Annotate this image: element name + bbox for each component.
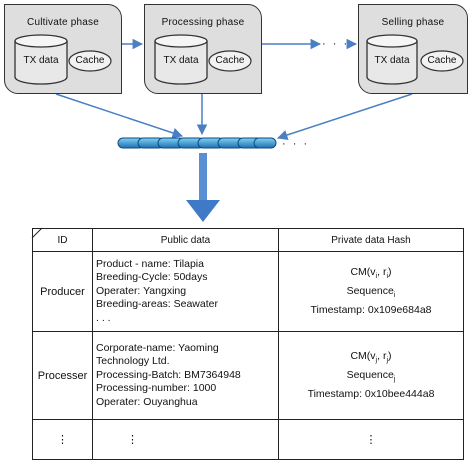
row-public-data: Corporate-name: Yaoming Technology Ltd. … — [92, 331, 279, 420]
row-id: ⋮ — [32, 419, 93, 460]
row-private-hash: CM(vi, ri) Sequencei Timestamp: 0x109e68… — [278, 251, 464, 332]
down-arrow-icon — [186, 153, 220, 222]
row-private-hash: CM(vj, rj) Sequencej Timestamp: 0x10bee4… — [278, 331, 464, 420]
phase-title: Selling phase — [381, 17, 445, 28]
arrow-selling-to-chain — [277, 93, 413, 141]
phase-selling: Selling phase TX data Cache — [358, 4, 468, 94]
phase-ellipsis: · · · — [322, 38, 350, 50]
header-id: ID — [32, 228, 93, 252]
public-line: Breeding-areas: Seawater — [96, 298, 218, 311]
table-row: Producer Product - name: Tilapia Breedin… — [32, 251, 464, 332]
row-id: Processer — [32, 331, 93, 420]
phase-title: Cultivate phase — [27, 17, 99, 28]
cache-ellipse — [68, 50, 112, 72]
sequence: Sequencei — [346, 285, 396, 300]
arrow-cultivate-to-chain — [55, 93, 183, 138]
table-row-continuation: ⋮ ⋮ ⋮ — [32, 419, 464, 460]
phase-title: Processing phase — [161, 17, 245, 28]
db-label: TX data — [374, 55, 410, 66]
database-icon — [14, 34, 68, 85]
cache-ellipse — [208, 50, 252, 72]
phase-processing: Processing phase TX data Cache — [144, 4, 262, 94]
phase-cultivate: Cultivate phase TX data Cache — [4, 4, 122, 94]
database-icon — [366, 34, 418, 85]
row-public-data: ⋮ — [92, 419, 279, 460]
row-id: Producer — [32, 251, 93, 332]
row-public-data: Product - name: Tilapia Breeding-Cycle: … — [92, 251, 279, 332]
public-line: Operater: Ouyanghua — [96, 395, 198, 408]
db-label: TX data — [23, 55, 59, 66]
public-line: Processing-number: 1000 — [96, 382, 217, 395]
table-header-row: ID Public data Private data Hash — [32, 228, 464, 252]
commitment: CM(vj, rj) — [350, 349, 392, 364]
header-public-data: Public data — [92, 228, 279, 252]
chain-ellipsis: · · · — [282, 138, 310, 150]
public-line: Corporate-name: Yaoming — [96, 341, 219, 354]
header-private-hash: Private data Hash — [278, 228, 464, 252]
transaction-table: ID Public data Private data Hash Produce… — [32, 228, 464, 460]
public-line: . . . — [96, 311, 111, 324]
public-line: Technology Ltd. — [96, 355, 170, 368]
commitment: CM(vi, ri) — [350, 265, 392, 280]
cache-label: Cache — [75, 55, 105, 66]
public-line: Operater: Yangxing — [96, 284, 187, 297]
cache-label: Cache — [215, 55, 245, 66]
public-line: Product - name: Tilapia — [96, 257, 204, 270]
table-row: Processer Corporate-name: Yaoming Techno… — [32, 331, 464, 420]
blockchain-icon — [117, 137, 277, 149]
database-icon — [154, 34, 208, 85]
public-line: Breeding-Cycle: 50days — [96, 271, 208, 284]
row-private-hash: ⋮ — [278, 419, 464, 460]
sequence: Sequencej — [346, 369, 396, 384]
timestamp: Timestamp: 0x109e684a8 — [310, 304, 432, 317]
cache-label: Cache — [427, 55, 457, 66]
db-label: TX data — [163, 55, 199, 66]
cache-ellipse — [420, 50, 464, 72]
timestamp: Timestamp: 0x10bee444a8 — [307, 388, 435, 401]
public-line: Processing-Batch: BM7364948 — [96, 368, 241, 381]
